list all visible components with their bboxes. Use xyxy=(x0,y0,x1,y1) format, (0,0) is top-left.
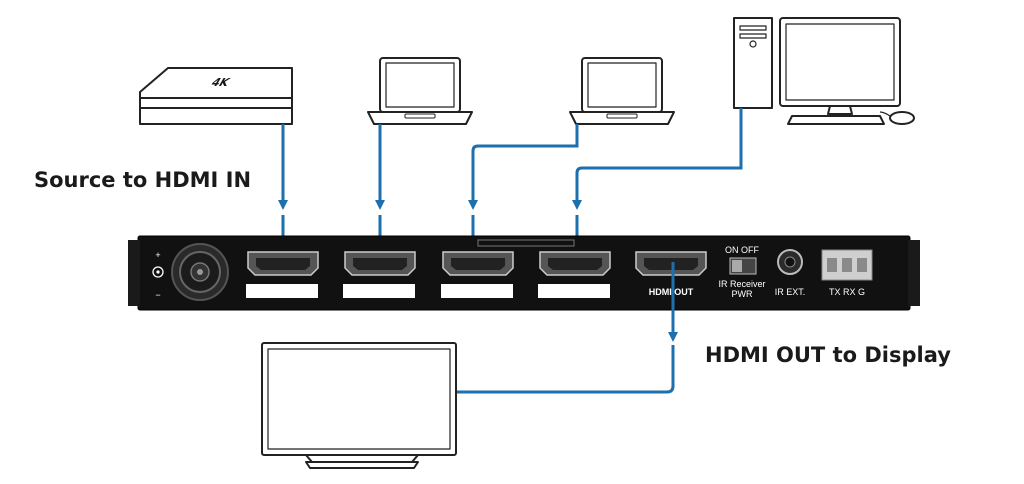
media-box-icon: 4K xyxy=(139,67,293,125)
hdmi-out-label: HDMI OUT xyxy=(649,287,694,297)
output-cable xyxy=(456,262,678,394)
ir-ext-jack[interactable] xyxy=(777,249,803,275)
hdmi-switcher-device: + − HDMI IN1 HDMI IN2 HDMI IN xyxy=(128,235,920,311)
hdmi-in1-label: HDMI IN1 xyxy=(262,287,302,297)
hdmi-in3-port[interactable]: HDMI IN3 xyxy=(441,239,575,298)
hdmi-in4-label: HDMI IN4 xyxy=(554,287,594,297)
hdmi-in2-port[interactable]: HDMI IN2 xyxy=(343,251,416,298)
ir-receiver-label: IR Receiver xyxy=(718,279,765,289)
display-monitor-icon xyxy=(261,342,457,469)
hdmi-in3-label: HDMI IN3 xyxy=(457,287,497,297)
hdmi-out-port[interactable]: HDMI OUT xyxy=(635,251,707,297)
switch-on-off-label: ON OFF xyxy=(725,245,759,255)
power-minus-symbol: − xyxy=(155,290,160,300)
laptop-2-icon xyxy=(569,57,675,125)
cable-in4 xyxy=(572,108,743,210)
cable-in3 xyxy=(468,124,579,210)
rs232-terminal-block[interactable] xyxy=(821,249,873,281)
hdmi-in2-label: HDMI IN2 xyxy=(359,287,399,297)
dc-power-jack[interactable] xyxy=(171,243,229,301)
hdmi-in4-port[interactable]: HDMI IN4 xyxy=(538,251,611,298)
ir-ext-label: IR EXT. xyxy=(775,287,806,297)
pwr-label: PWR xyxy=(732,289,753,299)
power-plus-symbol: + xyxy=(155,250,160,260)
ir-receiver-power-switch[interactable] xyxy=(729,257,757,275)
source-caption: Source to HDMI IN xyxy=(34,168,251,192)
rs232-label: TX RX G xyxy=(829,287,865,297)
output-caption: HDMI OUT to Display xyxy=(705,343,951,367)
hdmi-in1-port[interactable]: HDMI IN1 xyxy=(246,251,319,298)
desktop-pc-icon xyxy=(733,17,915,125)
polarity-icon xyxy=(152,266,164,278)
laptop-1-icon xyxy=(367,57,473,125)
